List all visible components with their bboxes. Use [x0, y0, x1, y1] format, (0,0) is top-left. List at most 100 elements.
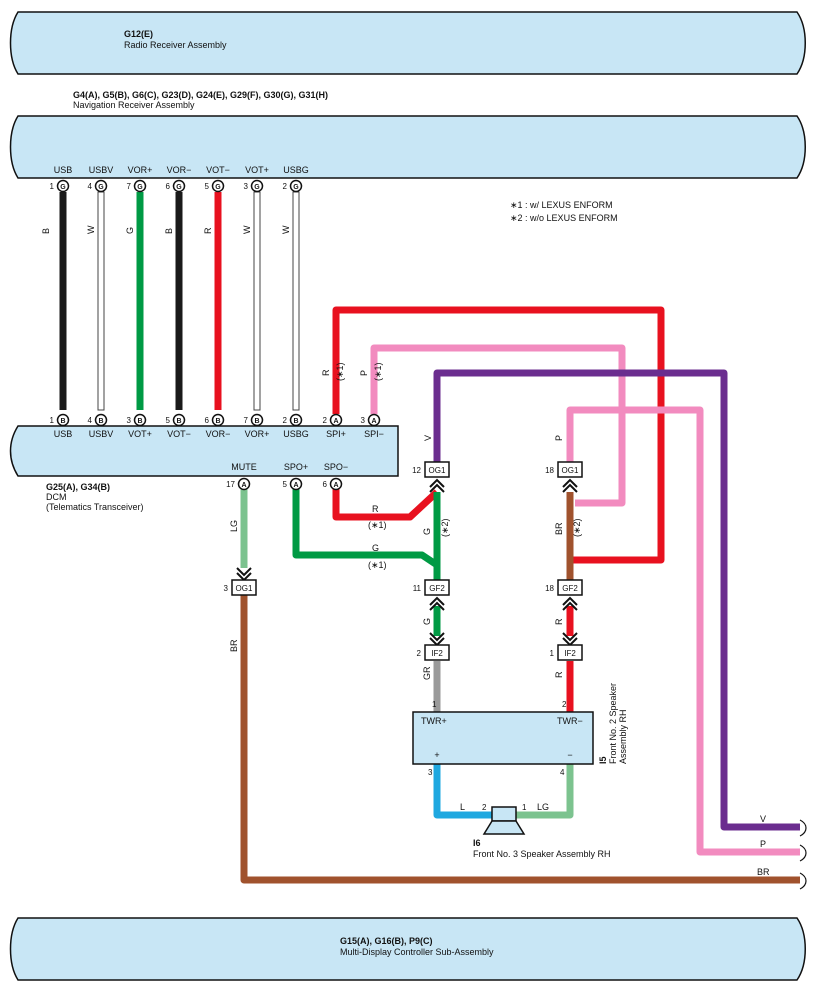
speaker-icon-cone	[482, 820, 526, 835]
navigation-receiver-name: Navigation Receiver Assembly	[73, 100, 195, 110]
connector-og1-right-num: 18	[545, 466, 554, 475]
navigation-receiver-block: G4(A), G5(B), G6(C), G23(D), G24(E), G29…	[9, 90, 806, 179]
dcm-bottom-pin-0: A 17 MUTE	[226, 462, 257, 491]
wire-color-gr-if2: GR	[422, 666, 432, 680]
dcm-top-pin-num: 5	[166, 416, 171, 425]
connector-gf2-right: GF2 18	[545, 579, 583, 611]
wire-color-r-gf2: R	[554, 618, 564, 625]
connector-if2-left-num: 2	[417, 649, 422, 658]
dcm-top-pin-conn: B	[215, 418, 220, 425]
dcm-top-pin-circle	[367, 413, 381, 427]
nav-pin-circle	[133, 179, 147, 193]
wire-color-w3: W	[281, 225, 291, 234]
speaker-no2-pin3: 3	[428, 768, 433, 777]
wire-color-r-spo: R	[372, 504, 379, 514]
wire-color-l-speaker: L	[460, 802, 465, 812]
multi-display-controller-block: G15(A), G16(B), P9(C) Multi-Display Cont…	[9, 917, 806, 981]
speaker-no2-block: TWR+ TWR− + − 1 2 3 4 I5 Front No. 2 Spe…	[412, 683, 628, 777]
multi-display-controller-panel	[9, 917, 806, 981]
speaker-no2-pin4: 4	[560, 768, 565, 777]
dcm-name: DCM	[46, 492, 67, 502]
nav-pin-num: 5	[205, 182, 210, 191]
wire-color-g-gf2: G	[422, 618, 432, 625]
nav-pin-conn: G	[254, 184, 260, 191]
dcm-top-pin-circle	[172, 413, 186, 427]
wire-color-w2: W	[242, 225, 252, 234]
wire-color-lg-speaker: LG	[537, 802, 549, 812]
wire-color-g-og1: G	[422, 528, 432, 535]
nav-pin-label: USBV	[89, 165, 114, 175]
nav-pin-conn: G	[60, 184, 66, 191]
dcm-bottom-pin-circle	[329, 477, 343, 491]
nav-pin-num: 3	[244, 182, 249, 191]
nav-pin-conn: G	[137, 184, 143, 191]
nav-pin-4: G5 VOT−	[205, 165, 230, 193]
wire-color-v-og1: V	[423, 435, 433, 441]
dcm-top-pin-conn: B	[176, 418, 181, 425]
wire-usbv	[97, 191, 105, 411]
connector-og1-left: OG1 12	[412, 461, 450, 493]
nav-pin-label: VOT−	[206, 165, 230, 175]
nav-dcm-wires: B W G B R W W	[41, 191, 300, 411]
dcm-top-pin-label: VOT−	[167, 429, 191, 439]
dcm-bottom-pin-num: 17	[226, 480, 235, 489]
navigation-receiver-panel	[9, 115, 806, 179]
speaker-no3-pin1: 1	[522, 803, 527, 812]
nav-pin-conn: G	[98, 184, 104, 191]
dcm-top-pin-conn: B	[60, 418, 65, 425]
wire-color-r1: R	[203, 227, 213, 234]
connector-og1-mute: OG1 3	[224, 567, 257, 596]
dcm-bottom-pin-conn: A	[241, 482, 246, 489]
wire-color-p-spi: P	[359, 370, 369, 376]
nav-pin-label: VOR+	[128, 165, 153, 175]
dcm-panel	[9, 425, 399, 477]
dcm-code: G25(A), G34(B)	[46, 482, 110, 492]
speaker-no3-name: Front No. 3 Speaker Assembly RH	[473, 849, 611, 859]
wire-usbg	[292, 191, 300, 411]
dcm-top-pin-num: 3	[361, 416, 366, 425]
dcm-top-pin-num: 2	[323, 416, 328, 425]
wire-color-b1: B	[41, 228, 51, 234]
connector-if2-right-num: 1	[550, 649, 555, 658]
wire-color-br-right: BR	[757, 867, 770, 877]
variant-spo-minus: (∗1)	[368, 520, 387, 530]
dcm-top-pin-conn: A	[371, 418, 376, 425]
speaker-no2-pin2: 2	[562, 700, 567, 709]
dcm-top-pin-circle	[133, 413, 147, 427]
dcm-top-pin-label: USBV	[89, 429, 114, 439]
wire-color-r-if2: R	[554, 671, 564, 678]
connector-gf2-left: GF2 11	[413, 579, 450, 611]
dcm-top-pin-conn: A	[333, 418, 338, 425]
connector-og1-left-name: OG1	[429, 466, 446, 475]
dcm-top-pin-conn: B	[254, 418, 259, 425]
dcm-bottom-pin-label: MUTE	[231, 462, 257, 472]
variant-spi-minus: (∗1)	[373, 362, 383, 381]
nav-pin-num: 1	[50, 182, 55, 191]
nav-pin-conn: G	[215, 184, 221, 191]
right-edge-breaks: V P BR	[757, 814, 807, 890]
multi-display-controller-code: G15(A), G16(B), P9(C)	[340, 936, 433, 946]
connector-og1-right: OG1 18	[545, 461, 583, 493]
nav-pin-circle	[211, 179, 225, 193]
connector-gf2-left-name: GF2	[429, 584, 445, 593]
dcm-top-pin-circle	[211, 413, 225, 427]
connector-if2-left: IF2 2	[417, 632, 450, 661]
nav-pin-label: VOR−	[167, 165, 192, 175]
variant-spi-plus: (∗1)	[335, 362, 345, 381]
dcm-top-pin-circle	[250, 413, 264, 427]
wire-pink-right	[566, 406, 800, 856]
nav-pin-label: VOT+	[245, 165, 269, 175]
speaker-no2-panel	[412, 711, 594, 765]
nav-pin-circle	[289, 179, 303, 193]
nav-pin-label: USBG	[283, 165, 309, 175]
